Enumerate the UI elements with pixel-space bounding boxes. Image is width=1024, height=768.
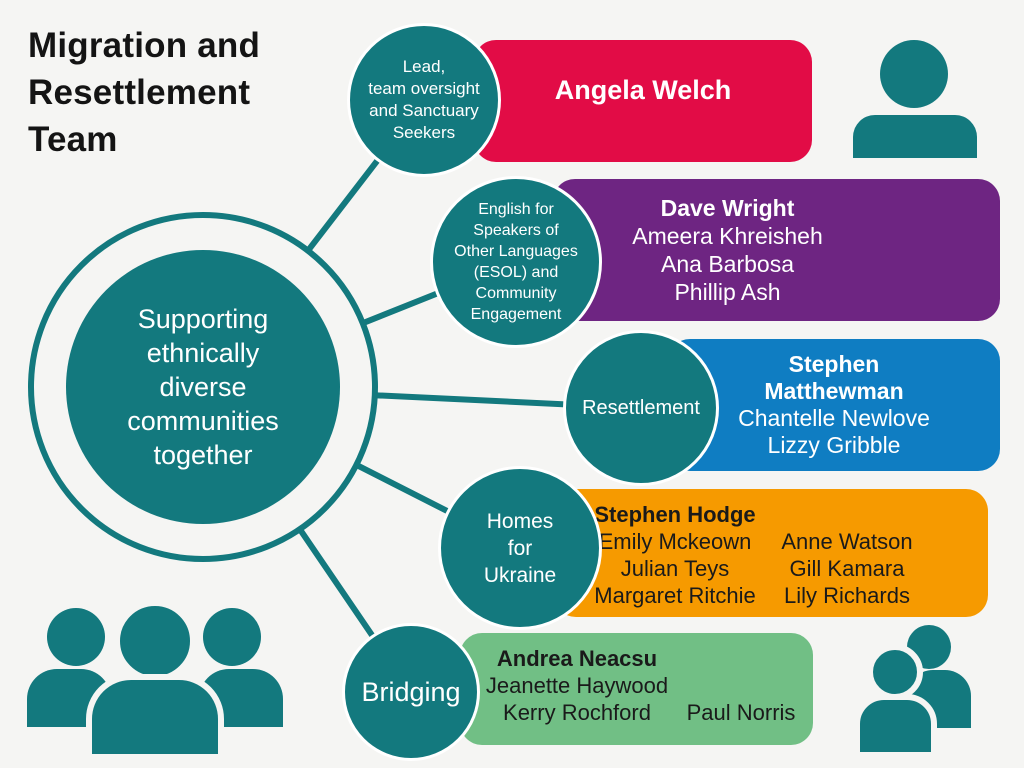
team-column-left: Andrea Neacsu Jeanette Haywood Kerry Roc… bbox=[460, 645, 694, 726]
team-lead-name: Stephen Hodge bbox=[594, 502, 756, 527]
branch-label-line: Bridging bbox=[361, 677, 461, 707]
team-box-homes-for-ukraine: Stephen Hodge Emily Mckeown Julian Teys … bbox=[554, 489, 988, 617]
person-head bbox=[867, 644, 923, 700]
team-member-name: Margaret Ritchie bbox=[594, 583, 756, 608]
two-people-icon-svg bbox=[854, 625, 971, 758]
three-people-group-icon bbox=[27, 600, 283, 760]
two-people-icon bbox=[854, 623, 975, 760]
team-member-name: Chantelle Newlove bbox=[738, 405, 930, 431]
branch-circle-resettlement: Resettlement bbox=[563, 330, 719, 486]
team-member-name: Anne Watson bbox=[781, 529, 913, 554]
hub-text-line: communities bbox=[127, 406, 279, 436]
team-member-name: Emily Mckeown bbox=[598, 529, 752, 554]
team-lead-name: Dave Wright bbox=[660, 195, 795, 221]
branch-label-line: Engagement bbox=[470, 306, 562, 323]
team-member-name: Ana Barbosa bbox=[661, 251, 794, 277]
team-member-name: Julian Teys bbox=[620, 556, 730, 581]
team-box-resettlement: Stephen Matthewman Chantelle Newlove Liz… bbox=[668, 339, 1000, 471]
team-box-lead: Angela Welch bbox=[474, 40, 812, 162]
page-title: Migration and Resettlement Team bbox=[28, 22, 428, 163]
branch-label-line: English for bbox=[478, 201, 554, 218]
branch-circle-lead: Lead, team oversight and Sanctuary Seeke… bbox=[347, 23, 501, 177]
team-column-right: Anne Watson Gill Kamara Lily Richards bbox=[762, 528, 932, 609]
branch-label-line: Homes bbox=[486, 509, 554, 533]
team-lead-name: Angela Welch bbox=[554, 74, 732, 105]
page-title-line: Team bbox=[28, 120, 118, 159]
team-member-name: Jeanette Haywood bbox=[485, 673, 669, 698]
single-person-icon bbox=[853, 40, 979, 160]
hub-text-line: diverse bbox=[159, 372, 247, 402]
person-body bbox=[853, 115, 977, 158]
branch-label-line: (ESOL) and bbox=[473, 264, 559, 281]
team-lead-name: Andrea Neacsu bbox=[496, 646, 658, 671]
page-title-line: Migration and bbox=[28, 26, 261, 65]
branch-circle-bridging: Bridging bbox=[342, 623, 480, 761]
person-head bbox=[47, 608, 105, 666]
person-head bbox=[880, 40, 948, 108]
person-body bbox=[86, 674, 224, 760]
team-lead-name: Stephen bbox=[788, 351, 880, 377]
team-member-name: Kerry Rochford bbox=[503, 700, 651, 725]
team-box-esol: Dave Wright Ameera Khreisheh Ana Barbosa… bbox=[553, 179, 1000, 321]
hub-text-line: together bbox=[153, 440, 253, 470]
hub-text-line: Supporting bbox=[137, 304, 269, 334]
hub-text-line: ethnically bbox=[146, 338, 260, 368]
three-people-group-icon-svg bbox=[27, 600, 283, 760]
person-head bbox=[203, 608, 261, 666]
person-body bbox=[854, 694, 937, 758]
branch-label-line: Speakers of bbox=[473, 222, 559, 239]
branch-circle-homes-for-ukraine: Homes for Ukraine bbox=[438, 466, 602, 630]
team-member-name: Ameera Khreisheh bbox=[632, 223, 823, 249]
team-box-bridging: Andrea Neacsu Jeanette Haywood Kerry Roc… bbox=[460, 633, 813, 745]
hub-mission-text: Supporting ethnically diverse communitie… bbox=[63, 247, 343, 527]
person-head bbox=[114, 600, 196, 682]
branch-circle-esol: English for Speakers of Other Languages … bbox=[430, 176, 602, 348]
team-member-name: Gill Kamara bbox=[789, 556, 905, 581]
branch-label-line: and Sanctuary bbox=[369, 101, 479, 120]
single-person-icon-svg bbox=[853, 40, 977, 158]
team-member-name: Phillip Ash bbox=[674, 279, 781, 305]
team-column-left: Stephen Hodge Emily Mckeown Julian Teys … bbox=[575, 501, 775, 609]
branch-label-line: Ukraine bbox=[483, 563, 557, 587]
branch-label-line: Resettlement bbox=[582, 397, 700, 419]
team-member-name: Lily Richards bbox=[784, 583, 910, 608]
team-member-name: Lizzy Gribble bbox=[767, 432, 901, 458]
branch-label-line: Other Languages bbox=[454, 243, 578, 260]
team-member-name: Paul Norris bbox=[686, 700, 796, 725]
branch-label-line: team oversight bbox=[368, 79, 480, 98]
branch-label-line: Community bbox=[475, 285, 557, 302]
team-lead-name: Matthewman bbox=[764, 378, 904, 404]
branch-label-line: Lead, bbox=[402, 57, 446, 76]
branch-label-line: Seekers bbox=[392, 123, 456, 142]
branch-label-line: for bbox=[507, 536, 533, 560]
